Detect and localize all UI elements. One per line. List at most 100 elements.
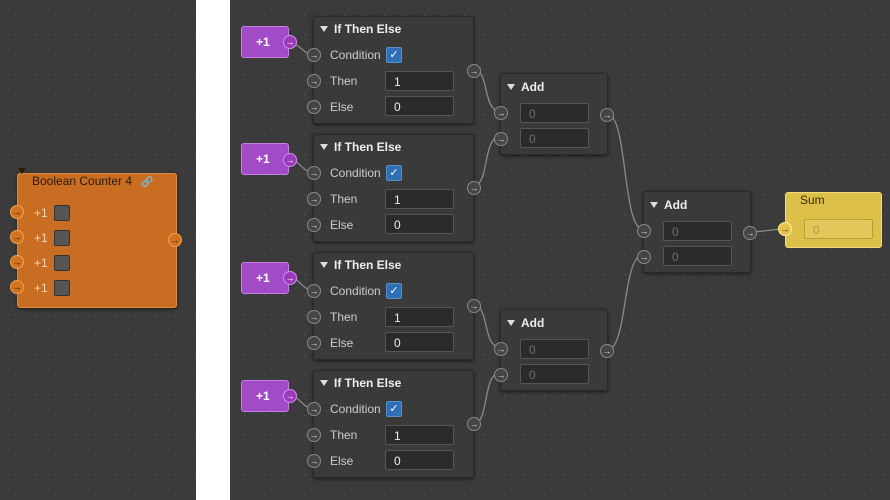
condition-checkbox[interactable]: ✓: [386, 283, 402, 299]
output-port-icon[interactable]: →: [283, 271, 297, 285]
input-port-icon[interactable]: →: [307, 100, 321, 114]
add-input-field[interactable]: 0: [520, 128, 589, 148]
output-port-icon[interactable]: →: [283, 389, 297, 403]
input-port-icon[interactable]: →: [778, 222, 792, 236]
input-port-icon[interactable]: →: [307, 284, 321, 298]
output-port-icon[interactable]: →: [283, 35, 297, 49]
input-checkbox[interactable]: [54, 280, 70, 296]
node-header[interactable]: Add: [501, 74, 607, 100]
triangle-down-icon[interactable]: [320, 262, 328, 268]
plus-one-node[interactable]: +1 →: [241, 262, 297, 294]
counter-input-row: → +1: [10, 252, 98, 274]
plus-one-node[interactable]: +1 →: [241, 143, 297, 175]
triangle-down-icon[interactable]: [320, 380, 328, 386]
triangle-down-icon[interactable]: [507, 320, 515, 326]
add-input-field[interactable]: 0: [520, 364, 589, 384]
input-port-icon[interactable]: →: [307, 48, 321, 62]
condition-checkbox[interactable]: ✓: [386, 47, 402, 63]
node-header[interactable]: If Then Else: [314, 371, 473, 395]
input-port-icon[interactable]: →: [307, 310, 321, 324]
input-label: +1: [34, 231, 48, 245]
output-port-icon[interactable]: →: [283, 153, 297, 167]
output-port-icon[interactable]: →: [168, 233, 182, 247]
output-port-icon[interactable]: →: [467, 417, 481, 431]
sum-node[interactable]: Sum → 0: [778, 192, 882, 248]
add-input-field[interactable]: 0: [663, 246, 732, 266]
sum-field[interactable]: 0: [804, 219, 873, 239]
input-port-icon[interactable]: →: [307, 218, 321, 232]
condition-checkbox[interactable]: ✓: [386, 165, 402, 181]
input-port-icon[interactable]: →: [307, 454, 321, 468]
input-port-icon[interactable]: →: [10, 280, 24, 294]
input-port-icon[interactable]: →: [637, 224, 651, 238]
node-header[interactable]: If Then Else: [314, 253, 473, 277]
triangle-down-icon[interactable]: [18, 168, 26, 188]
node-header[interactable]: Sum: [786, 193, 881, 207]
node-title: If Then Else: [334, 22, 402, 36]
add-input-field[interactable]: 0: [663, 221, 732, 241]
input-port-icon[interactable]: →: [494, 132, 508, 146]
input-port-icon[interactable]: →: [637, 250, 651, 264]
else-field[interactable]: 0: [385, 332, 454, 352]
condition-label: Condition: [330, 284, 381, 298]
add-node[interactable]: Add → 0 → 0 →: [637, 191, 757, 273]
node-header[interactable]: If Then Else: [314, 135, 473, 159]
output-port-icon[interactable]: →: [743, 226, 757, 240]
then-field[interactable]: 1: [385, 425, 454, 445]
add-node[interactable]: Add → 0 → 0 →: [494, 309, 614, 391]
then-label: Then: [330, 192, 358, 206]
input-checkbox[interactable]: [54, 255, 70, 271]
else-field[interactable]: 0: [385, 450, 454, 470]
link-icon[interactable]: 🔗: [141, 177, 154, 188]
node-header[interactable]: Add: [644, 192, 750, 218]
add-input-field[interactable]: 0: [520, 339, 589, 359]
then-field[interactable]: 1: [385, 307, 454, 327]
output-port-icon[interactable]: →: [600, 108, 614, 122]
add-node[interactable]: Add → 0 → 0 →: [494, 73, 614, 155]
boolean-counter-node[interactable]: Boolean Counter 4 🔗 → +1 → +1 → +1 → +1 …: [10, 168, 182, 308]
else-field[interactable]: 0: [385, 96, 454, 116]
output-port-icon[interactable]: →: [467, 64, 481, 78]
condition-checkbox[interactable]: ✓: [386, 401, 402, 417]
input-port-icon[interactable]: →: [10, 230, 24, 244]
node-title: Boolean Counter 4: [32, 174, 133, 188]
triangle-down-icon[interactable]: [320, 26, 328, 32]
input-checkbox[interactable]: [54, 230, 70, 246]
input-port-icon[interactable]: →: [307, 428, 321, 442]
then-field[interactable]: 1: [385, 189, 454, 209]
triangle-down-icon[interactable]: [507, 84, 515, 90]
input-port-icon[interactable]: →: [494, 368, 508, 382]
output-port-icon[interactable]: →: [467, 299, 481, 313]
counter-input-row: → +1: [10, 277, 98, 299]
input-port-icon[interactable]: →: [307, 166, 321, 180]
triangle-down-icon[interactable]: [650, 202, 658, 208]
node-header[interactable]: If Then Else: [314, 17, 473, 41]
plus-one-node[interactable]: +1 →: [241, 380, 297, 412]
else-field[interactable]: 0: [385, 214, 454, 234]
input-port-icon[interactable]: →: [307, 74, 321, 88]
then-field[interactable]: 1: [385, 71, 454, 91]
input-port-icon[interactable]: →: [494, 106, 508, 120]
output-port-icon[interactable]: →: [600, 344, 614, 358]
triangle-down-icon[interactable]: [320, 144, 328, 150]
input-port-icon[interactable]: →: [494, 342, 508, 356]
then-label: Then: [330, 74, 358, 88]
output-port-icon[interactable]: →: [467, 181, 481, 195]
node-header[interactable]: Add: [501, 310, 607, 336]
node-title: If Then Else: [334, 140, 402, 154]
input-port-icon[interactable]: →: [307, 336, 321, 350]
input-port-icon[interactable]: →: [10, 205, 24, 219]
input-checkbox[interactable]: [54, 205, 70, 221]
plus-one-node[interactable]: +1 →: [241, 26, 297, 58]
counter-input-row: → +1: [10, 227, 98, 249]
input-port-icon[interactable]: →: [307, 192, 321, 206]
add-input-field[interactable]: 0: [520, 103, 589, 123]
boolean-counter-header[interactable]: Boolean Counter 4 🔗: [18, 168, 176, 188]
input-port-icon[interactable]: →: [307, 402, 321, 416]
input-port-icon[interactable]: →: [10, 255, 24, 269]
node-title: Add: [521, 80, 545, 94]
